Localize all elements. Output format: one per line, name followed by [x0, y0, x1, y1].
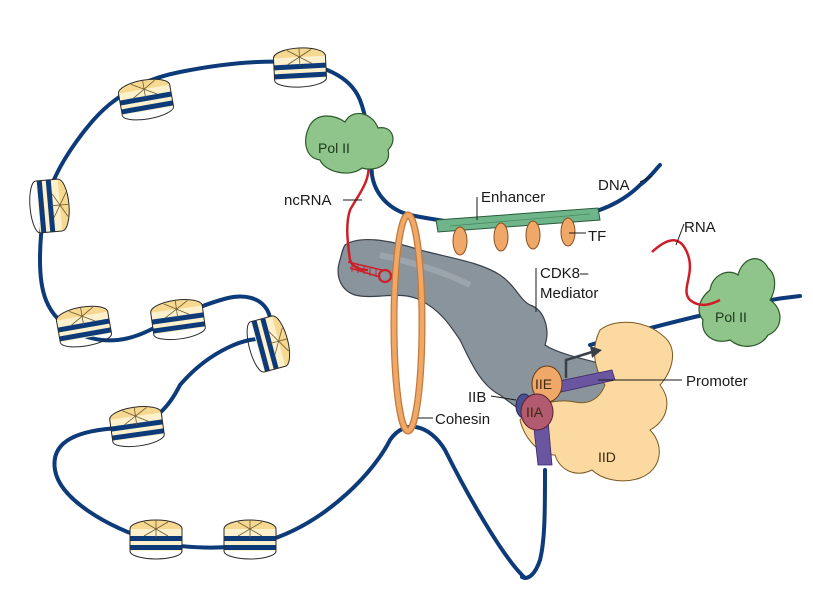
- nucleosome-9: [223, 519, 277, 560]
- iia-factor: IIA: [520, 393, 554, 431]
- iib-label: IIB: [468, 389, 486, 406]
- nucleosome-7: [107, 403, 166, 450]
- nucleosome-8: [129, 519, 183, 560]
- nucleosome-3: [27, 177, 72, 235]
- cdk8-label-line1: CDK8–: [540, 265, 589, 282]
- iia-label: IIA: [526, 404, 544, 420]
- label-leaders: [343, 175, 685, 419]
- dna-label: DNA: [598, 177, 630, 194]
- iid-label: IID: [598, 449, 616, 465]
- iid-complex: [519, 321, 674, 482]
- nucleosome-6: [242, 313, 295, 375]
- ncrna-label: ncRNA: [284, 192, 332, 209]
- iie-factor: IIE: [531, 365, 563, 403]
- pol-ii-top: Pol II: [305, 112, 394, 174]
- pol-ii-top-label: Pol II: [318, 140, 350, 156]
- pol-ii-right: Pol II: [698, 258, 781, 347]
- pol-ii-right-label: Pol II: [715, 309, 747, 325]
- promoter-label: Promoter: [686, 373, 748, 390]
- transcription-arrow: [564, 346, 602, 378]
- cdk8-label-line2: Mediator: [540, 285, 598, 302]
- nucleosome-5: [148, 296, 207, 343]
- tf-label: TF: [588, 228, 606, 245]
- transcription-factors: [452, 217, 576, 256]
- enhancer-label: Enhancer: [481, 189, 545, 206]
- cohesin-label: Cohesin: [435, 411, 490, 428]
- ncrna-strand: [346, 159, 393, 284]
- enhancer-element: [435, 207, 601, 233]
- rna-transcript: [651, 239, 721, 307]
- nucleosome-2: [116, 75, 176, 124]
- iie-label: IIE: [535, 376, 552, 392]
- nucleosome-1: [272, 46, 328, 89]
- nucleosome-4: [54, 302, 114, 351]
- rna-label: RNA: [684, 219, 716, 236]
